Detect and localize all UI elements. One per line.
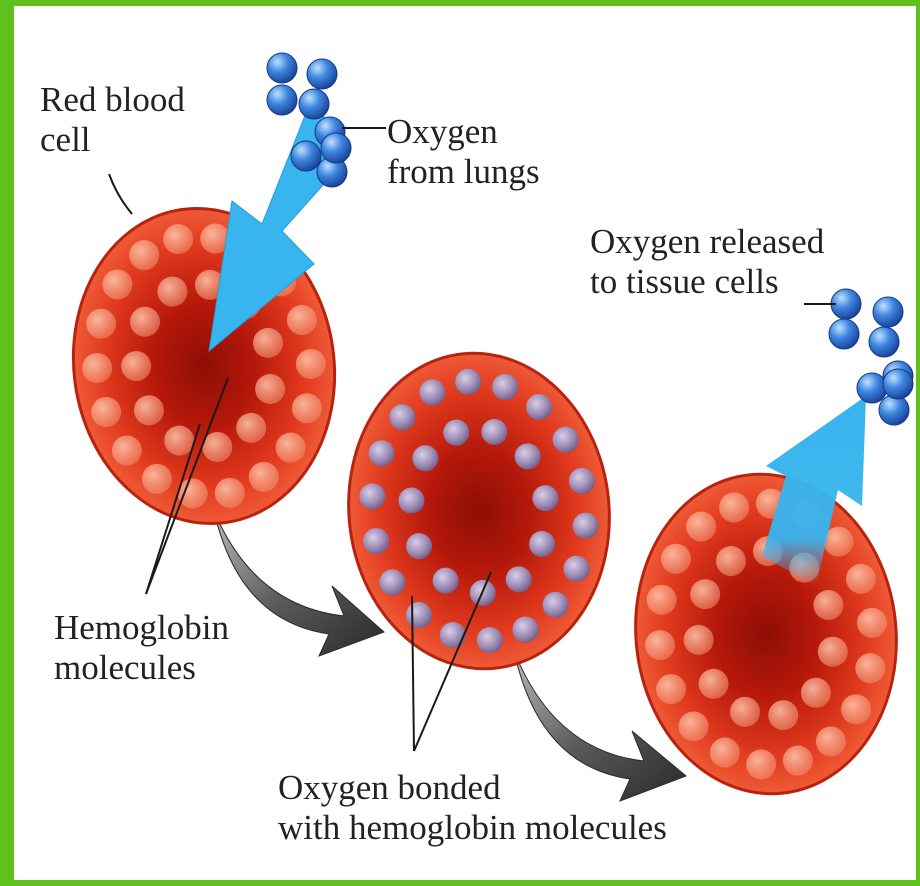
leader-red-blood-cell [109, 174, 132, 214]
oxygen-molecule-icon [829, 289, 861, 349]
label-oxygen-bonded-line-2: with hemoglobin molecules [278, 808, 667, 848]
oxygen-molecule-icon [299, 59, 337, 119]
label-oxygen-released: Oxygen released to tissue cells [590, 222, 824, 302]
label-hemoglobin: Hemoglobin molecules [54, 608, 229, 688]
label-red-blood-cell: Red blood cell [40, 80, 185, 160]
red-blood-cell-1 [53, 191, 354, 540]
label-oxygen-released-line-2: to tissue cells [590, 262, 824, 302]
label-oxygen-released-line-1: Oxygen released [590, 222, 824, 262]
oxygen-molecules-released [829, 289, 913, 425]
label-oxygen-from-lungs: Oxygen from lungs [387, 112, 540, 192]
label-hemoglobin-line-1: Hemoglobin [54, 608, 229, 648]
label-red-blood-cell-line-1: Red blood [40, 80, 185, 120]
oxygen-molecule-icon [869, 297, 903, 357]
label-oxygen-bonded-line-1: Oxygen bonded [278, 768, 667, 808]
label-hemoglobin-line-2: molecules [54, 648, 229, 688]
red-blood-cell-3 [620, 461, 912, 806]
label-red-blood-cell-line-2: cell [40, 120, 185, 160]
oxygen-molecule-icon [267, 53, 297, 115]
label-oxygen-from-lungs-line-1: Oxygen [387, 112, 540, 152]
label-oxygen-from-lungs-line-2: from lungs [387, 152, 540, 192]
label-oxygen-bonded: Oxygen bonded with hemoglobin molecules [278, 768, 667, 848]
